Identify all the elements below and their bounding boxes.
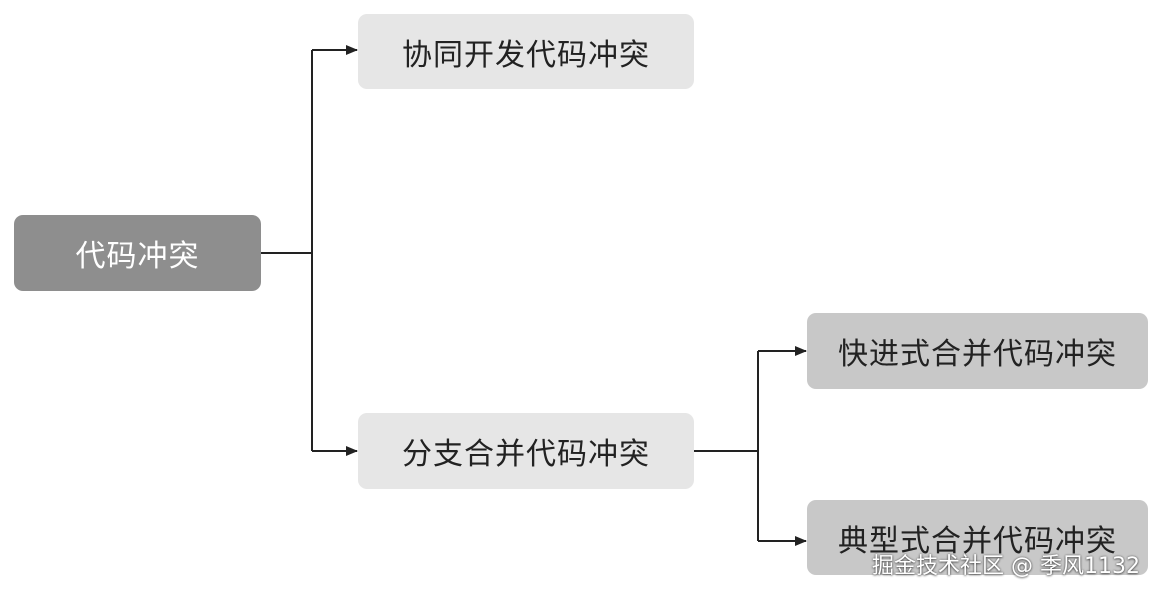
node-fast-forward-merge-conflict: 快进式合并代码冲突 (807, 313, 1148, 389)
node-branch-merge-conflict: 分支合并代码冲突 (358, 413, 694, 489)
node-collaborative-dev-conflict: 协同开发代码冲突 (358, 14, 694, 89)
node-code-conflict: 代码冲突 (14, 215, 261, 291)
node-fast-forward-merge-conflict-label: 快进式合并代码冲突 (838, 337, 1117, 372)
node-typical-merge-conflict-label: 典型式合并代码冲突 (838, 523, 1117, 559)
node-typical-merge-conflict: 典型式合并代码冲突 (807, 500, 1148, 575)
node-branch-merge-conflict-label: 分支合并代码冲突 (402, 437, 650, 472)
node-collaborative-dev-conflict-label: 协同开发代码冲突 (402, 37, 650, 73)
node-code-conflict-label: 代码冲突 (75, 239, 200, 274)
watermark: 掘金技术社区 @ 季风1132 (872, 554, 1140, 579)
